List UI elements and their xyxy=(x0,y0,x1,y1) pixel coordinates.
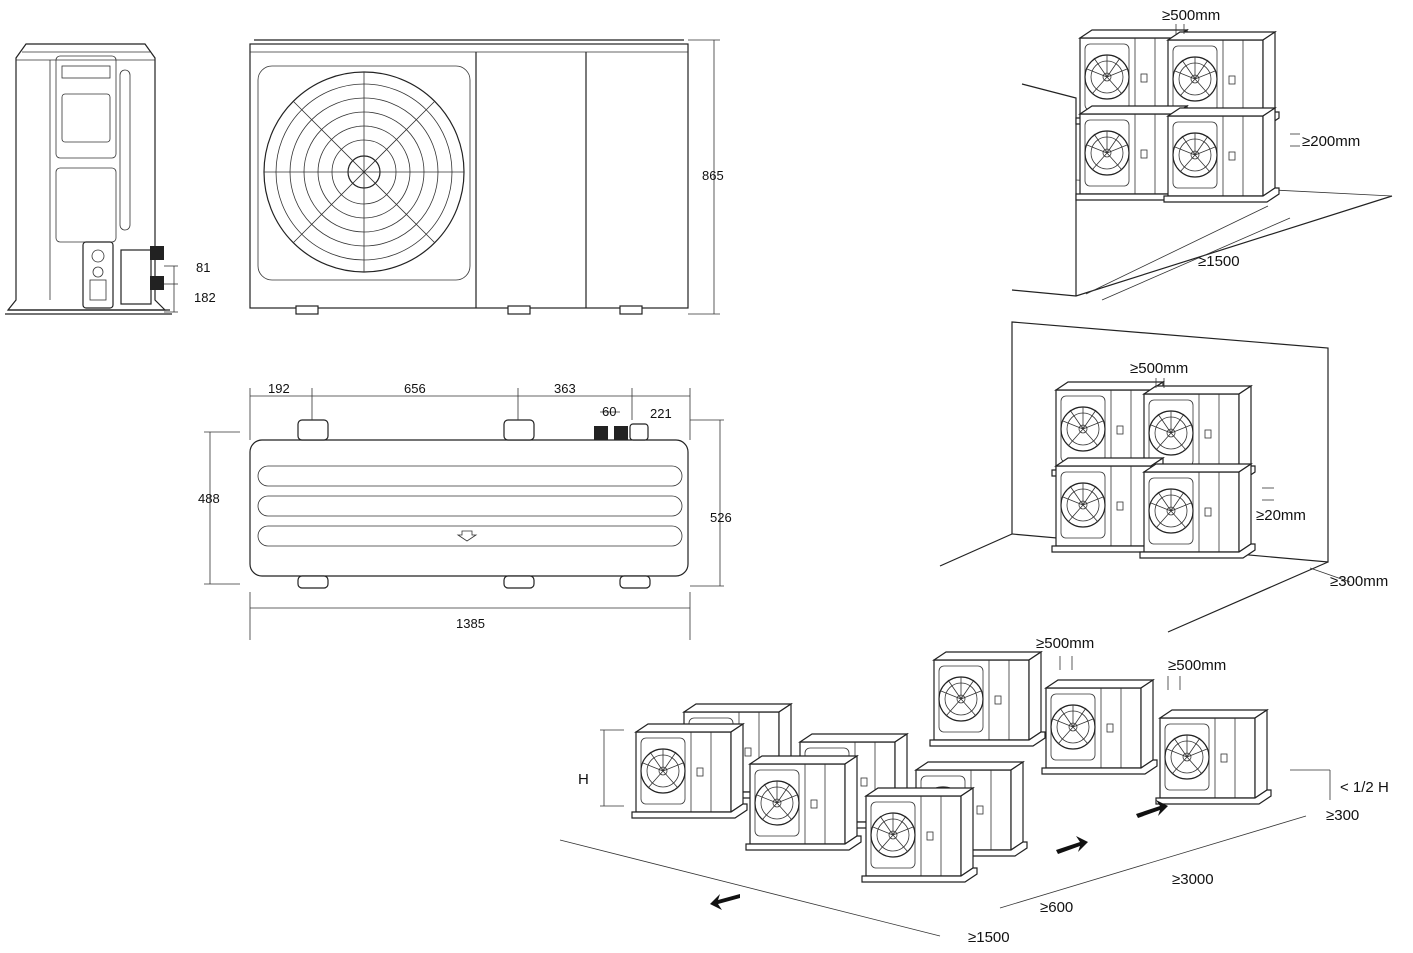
wf-gap-side: ≥500mm xyxy=(1162,7,1220,24)
rows-side: ≥600 xyxy=(1040,899,1073,916)
arrow-icon xyxy=(456,530,478,542)
top-dim-526: 526 xyxy=(710,510,732,525)
side-view: 81 182 xyxy=(5,43,216,315)
install-wall-floor: ≥500mm ≥200mm ≥1500 xyxy=(1011,7,1393,301)
wo-back-clear: ≥300mm xyxy=(1330,573,1388,590)
wo-gap-side: ≥500mm xyxy=(1130,360,1188,377)
arrow-icon xyxy=(1056,836,1088,854)
side-dim-81: 81 xyxy=(196,260,210,275)
arrow-icon xyxy=(710,894,740,910)
top-dim-1385: 1385 xyxy=(456,616,485,631)
install-wall-only: ≥500mm ≥20mm ≥300mm xyxy=(939,321,1388,633)
rows-height: H xyxy=(578,771,589,788)
arrow-icon xyxy=(1136,800,1168,818)
rows-back: ≥300 xyxy=(1326,807,1359,824)
top-dim-192: 192 xyxy=(268,381,290,396)
top-dim-488: 488 xyxy=(198,491,220,506)
front-dim-865: 865 xyxy=(702,168,724,183)
install-rows: H ≥500mm ≥500mm < 1/2 H ≥300 ≥3000 ≥600 … xyxy=(559,635,1389,946)
rows-gap-a: ≥500mm xyxy=(1036,635,1094,652)
wf-front-clear: ≥1500 xyxy=(1198,253,1240,270)
top-dim-363: 363 xyxy=(554,381,576,396)
top-dim-656: 656 xyxy=(404,381,426,396)
wo-gap-stack: ≥20mm xyxy=(1256,507,1306,524)
side-dim-182: 182 xyxy=(194,290,216,305)
rows-obstacle: < 1/2 H xyxy=(1340,779,1389,796)
fan-icon xyxy=(263,71,465,273)
top-view: 192 656 363 60 221 488 526 1385 xyxy=(198,381,732,640)
top-dim-60: 60 xyxy=(602,404,616,419)
front-view: 865 xyxy=(249,39,724,315)
wf-gap-stack: ≥200mm xyxy=(1302,133,1360,150)
top-dim-221: 221 xyxy=(650,406,672,421)
rows-row-gap: ≥3000 xyxy=(1172,871,1214,888)
rows-gap-b: ≥500mm xyxy=(1168,657,1226,674)
rows-front: ≥1500 xyxy=(968,929,1010,946)
